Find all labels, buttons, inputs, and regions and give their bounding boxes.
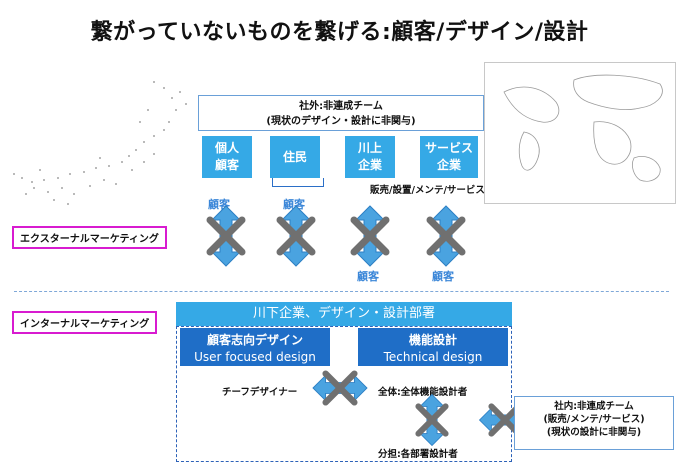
overall-designer-label: 全体:全体機能設計者 (378, 387, 468, 398)
stakeholder-individual-customer: 個人 顧客 (202, 136, 252, 178)
internal-marketing-label: インターナルマーケティング (12, 311, 158, 334)
internal-team-title: 社内:非連成チーム (554, 401, 634, 412)
chief-to-technical-arrow (312, 374, 368, 403)
internal-team-box: 社内:非連成チーム (販売/メンテ/サービス) (現状の設計に非関与) (514, 396, 674, 450)
user-focused-design-panel: 顧客志向デザイン User focused design (180, 328, 330, 366)
world-map-right-decoration (484, 62, 676, 204)
user-focused-design-en: User focused design (194, 350, 316, 364)
user-focused-design-jp: 顧客志向デザイン (206, 333, 303, 347)
residents-bracket (272, 178, 324, 187)
overall-to-part-arrow (418, 394, 445, 446)
chief-designer-label: チーフデザイナー (222, 387, 298, 398)
external-team-box: 社外:非連成チーム (現状のデザイン・設計に非関与) (198, 95, 484, 131)
external-team-note: (現状のデザイン・設計に非関与) (266, 116, 416, 127)
section-divider (14, 291, 669, 292)
part-designer-label: 分担:各部署設計者 (378, 449, 458, 460)
world-map-left-decoration (13, 81, 187, 205)
internal-team-note: (現状の設計に非関与) (546, 427, 642, 438)
page-title: 繋がっていないものを繋げる:顧客/デザイン/設計 (90, 20, 589, 45)
customer-label-3: 顧客 (357, 270, 379, 283)
supply-chain-label: 販売/設置/メンテ/サービス (370, 185, 485, 196)
department-header: 川下企業、デザイン・設計部署 (176, 302, 512, 326)
external-marketing-label: エクスターナルマーケティング (12, 226, 167, 249)
customer-label-2: 顧客 (283, 198, 305, 211)
stakeholder-residents: 住民 (270, 136, 320, 178)
technical-design-jp: 機能設計 (408, 333, 457, 347)
internal-team-scope: (販売/メンテ/サービス) (543, 414, 645, 425)
external-team-title: 社外:非連成チーム (299, 101, 383, 112)
technical-design-en: Technical design (383, 350, 483, 364)
technical-design-panel: 機能設計 Technical design (358, 328, 508, 366)
stakeholder-upstream-company: 川上 企業 (345, 136, 395, 178)
stakeholder-service-company: サービス 企業 (420, 136, 478, 178)
customer-label-4: 顧客 (432, 270, 454, 283)
